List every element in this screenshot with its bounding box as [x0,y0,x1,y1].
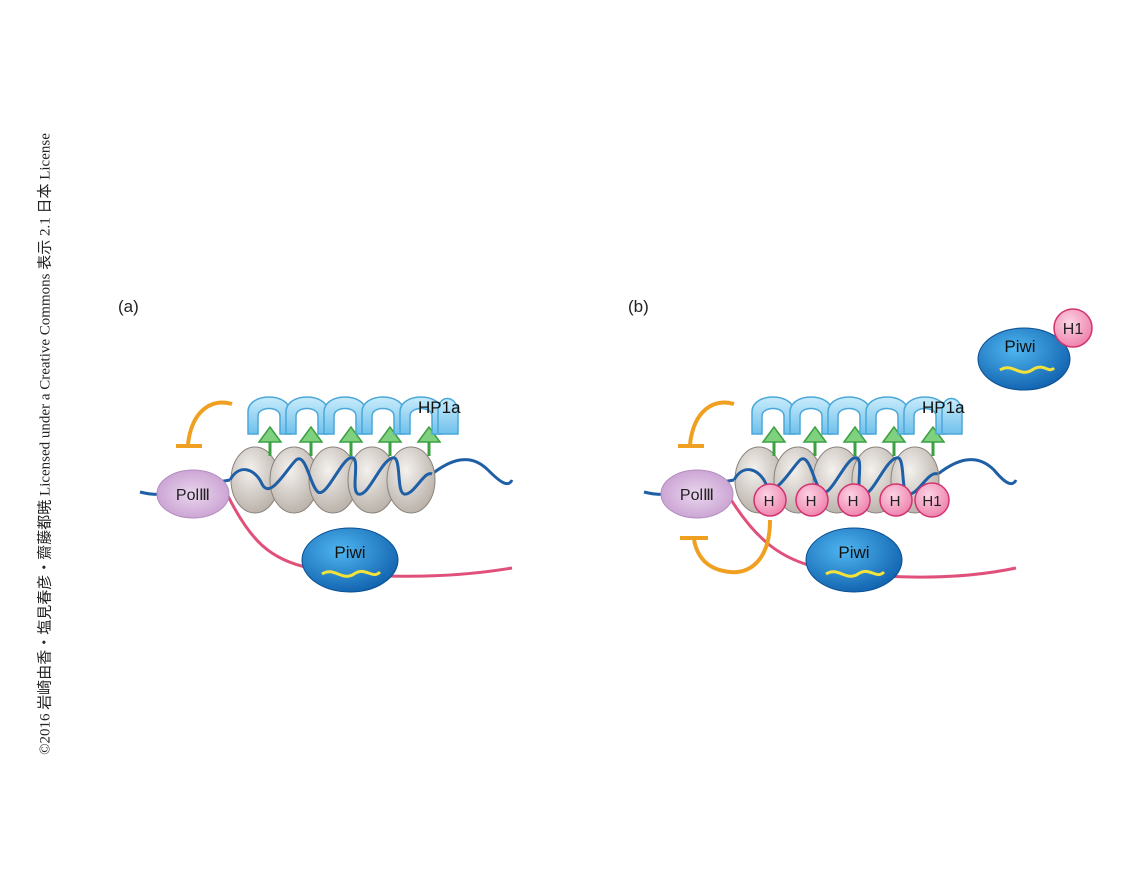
hp1a-protein [361,396,405,435]
dna-right [431,458,514,486]
h1-protein [1053,308,1093,348]
h1-marker-label: H [806,493,817,510]
pol-iii [660,469,734,519]
h1-marker [795,483,829,517]
pirna [825,569,886,578]
panel-a-label: (a) [118,297,139,316]
methylation-marks [761,425,946,456]
h1-marker-label: H [848,493,859,510]
hp1a-array [751,396,963,435]
h1-marker-label: H [764,493,775,510]
inhibition-symbol-lower [680,519,772,575]
inhibition-symbol [176,400,233,448]
piwi-protein [977,327,1071,391]
panel-b: (b) Piwi H1 [628,297,1093,593]
h1-marker [753,483,787,517]
panel-b-label: (b) [628,297,649,316]
hp1a-array [247,396,459,435]
hp1a-protein [941,397,963,435]
h3k9me-arrow [761,425,787,456]
piwi-complex: Piwi [301,527,399,593]
h1-marker [914,482,950,518]
piwi-label: Piwi [838,543,869,562]
inhibition-symbol [678,400,735,448]
h1-markers: H H H H H1 [753,482,950,518]
pirna [321,569,382,578]
hp1a-protein [285,396,329,435]
pol-iii [156,469,230,519]
piwi-complex: Piwi [805,527,903,593]
pol-iii-label: PolⅢ [176,487,210,504]
h1-marker [879,483,913,517]
hp1a-protein [437,397,459,435]
piwi-label: Piwi [1004,337,1035,356]
pirna [999,365,1056,374]
dna-wrap [228,456,433,496]
h3k9me-arrow [298,425,324,456]
hp1a-label: HP1a [418,398,461,417]
h3k9me-arrow [257,425,283,456]
panel-a: (a) [118,297,514,593]
hp1a-protein [789,396,833,435]
h3k9me-arrow [802,425,828,456]
h1-marker-label: H1 [922,493,941,510]
dna-right [937,458,1018,486]
hp1a-protein [827,396,871,435]
h1-marker-label: H [890,493,901,510]
hp1a-protein [865,396,909,435]
pol-iii-label: PolⅢ [680,487,714,504]
piwi-label: Piwi [334,543,365,562]
hp1a-label: HP1a [922,398,965,417]
nucleosome [386,446,436,514]
h1-marker [837,483,871,517]
h1-label: H1 [1063,321,1084,338]
piwi-h1-complex: Piwi H1 [977,308,1093,391]
hp1a-protein [323,396,367,435]
